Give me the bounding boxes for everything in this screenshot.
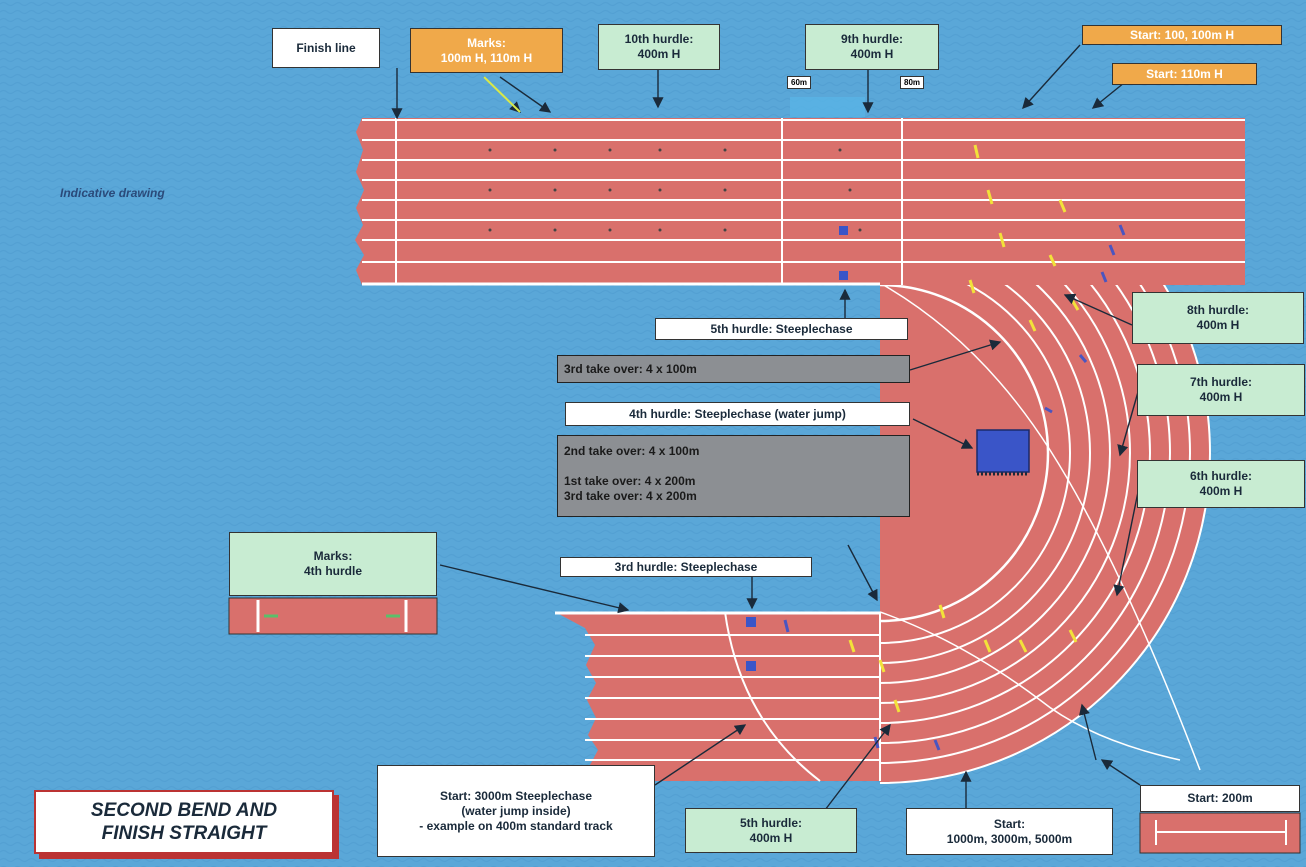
hurdle-6-line2: 400m H <box>1199 484 1243 498</box>
start-1000-label: Start: 1000m, 3000m, 5000m <box>906 808 1113 855</box>
steeple-3-text: 3rd hurdle: Steeplechase <box>614 559 758 574</box>
hurdle-6-label: 6th hurdle: 400m H <box>1137 460 1305 508</box>
marks-legend-strip <box>228 597 438 635</box>
mark-80m-label: 80m <box>900 76 925 89</box>
hurdle-7-line2: 400m H <box>1199 390 1243 404</box>
marks-hurdles-label: Marks: 100m H, 110m H <box>410 28 563 73</box>
steeple-4-label: 4th hurdle: Steeplechase (water jump) <box>565 402 910 426</box>
start-3000-line2: (water jump inside) <box>461 803 571 818</box>
start-3000-steeple-label: Start: 3000m Steeplechase (water jump in… <box>377 765 655 857</box>
hurdle-9-line1: 9th hurdle: <box>841 32 903 46</box>
start-100-text: Start: 100, 100m H <box>1129 27 1235 42</box>
hurdle-8-line1: 8th hurdle: <box>1187 303 1249 317</box>
back-straight <box>555 611 881 782</box>
hurdle-9-label: 9th hurdle: 400m H <box>805 24 939 70</box>
start-3000-line3: - example on 400m standard track <box>419 818 613 833</box>
start-110-label: Start: 110m H <box>1112 63 1257 85</box>
start-1000-line2: 1000m, 3000m, 5000m <box>946 831 1073 846</box>
takeover-marks <box>848 144 1080 713</box>
hurdle-6-line1: 6th hurdle: <box>1190 469 1252 483</box>
start-100-label: Start: 100, 100m H <box>1082 25 1282 45</box>
steeple-5-label: 5th hurdle: Steeplechase <box>655 318 908 340</box>
marks-hurdles-line1: Marks: <box>467 35 506 50</box>
takeover-3-4x200-text: 3rd take over: 4 x 200m <box>564 489 697 503</box>
start-200-text: Start: 200m <box>1187 791 1253 805</box>
title-line1: SECOND BEND AND <box>90 800 278 821</box>
steeple-3-label: 3rd hurdle: Steeplechase <box>560 557 812 577</box>
hurdle-7-line1: 7th hurdle: <box>1190 375 1252 389</box>
takeover-1-4x200-text: 1st take over: 4 x 200m <box>564 474 696 488</box>
indicative-drawing-note: Indicative drawing <box>60 186 165 200</box>
finish-line-label: Finish line <box>272 28 380 68</box>
hurdle-9-line2: 400m H <box>850 47 894 61</box>
finish-line-text: Finish line <box>296 40 356 55</box>
start-200-label: Start: 200m <box>1140 785 1300 812</box>
hurdle-10-label: 10th hurdle: 400m H <box>598 24 720 70</box>
hurdle-10-line1: 10th hurdle: <box>624 32 694 46</box>
start-1000-line1: Start: <box>993 816 1026 831</box>
marks-4th-line2: 4th hurdle <box>303 564 362 578</box>
hurdle-10-line2: 400m H <box>637 47 681 61</box>
takeover-3-4x100-box: 3rd take over: 4 x 100m <box>557 355 910 383</box>
finish-straight <box>355 97 1245 286</box>
marks-4th-hurdle-label: Marks: 4th hurdle <box>229 532 437 596</box>
water-jump <box>976 429 1030 473</box>
takeover-box: 2nd take over: 4 x 100m 1st take over: 4… <box>557 435 910 517</box>
mark-60m-label: 60m <box>787 76 812 89</box>
title-line2: FINISH STRAIGHT <box>101 823 267 844</box>
start-200-strip <box>1139 812 1301 854</box>
hurdle-5-line2: 400m H <box>749 830 793 845</box>
hurdle-5-line1: 5th hurdle: <box>740 815 802 830</box>
leader-arrows <box>391 44 1141 811</box>
start-3000-line1: Start: 3000m Steeplechase <box>439 788 593 803</box>
diagram-title: SECOND BEND AND FINISH STRAIGHT <box>34 790 334 854</box>
marks-4th-line1: Marks: <box>313 549 353 563</box>
hurdle-5-label: 5th hurdle: 400m H <box>685 808 857 853</box>
hurdle-8-line2: 400m H <box>1196 318 1240 332</box>
start-110-text: Start: 110m H <box>1146 66 1223 81</box>
hurdle-8-label: 8th hurdle: 400m H <box>1132 292 1304 344</box>
hurdle-7-label: 7th hurdle: 400m H <box>1137 364 1305 416</box>
steeple-4-text: 4th hurdle: Steeplechase (water jump) <box>629 406 846 421</box>
steeple-5-text: 5th hurdle: Steeplechase <box>710 321 853 336</box>
takeover-2-4x100-text: 2nd take over: 4 x 100m <box>564 444 700 458</box>
marks-hurdles-line2: 100m H, 110m H <box>440 50 533 65</box>
takeover-3-4x100-text: 3rd take over: 4 x 100m <box>564 361 697 376</box>
